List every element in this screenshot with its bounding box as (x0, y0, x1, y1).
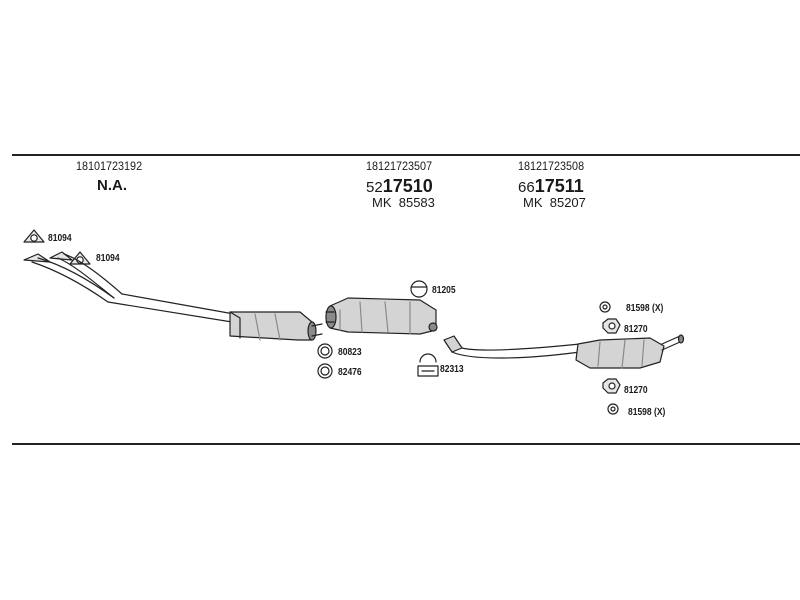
ref-mount-bottom: 81270 (624, 385, 648, 396)
not-available-label: N.A. (97, 177, 127, 194)
ref-nut-top: 81598 (X) (626, 303, 664, 314)
oe-number-front-pipe: 18101723192 (76, 159, 143, 173)
sealing-ring-1-icon (317, 343, 333, 359)
rubber-mount-rear-bottom-icon (602, 378, 621, 394)
nut-top-icon (599, 301, 611, 313)
sealing-ring-2-icon (317, 363, 333, 379)
article-prefix: 66 (518, 179, 535, 196)
gasket-front-bottom-icon (69, 251, 91, 265)
ref-gasket-front-bottom: 81094 (96, 253, 120, 264)
article-number-rear-silencer: 6617511 (518, 177, 584, 195)
front-silencer-icon (229, 311, 323, 341)
mk-number-rear-silencer: MK 85207 (523, 195, 586, 210)
rear-pipe-icon (443, 335, 581, 359)
ref-ring-1: 80823 (338, 347, 362, 358)
front-pipe-icon (23, 251, 235, 323)
bottom-divider (12, 443, 800, 445)
rear-silencer-icon (575, 334, 685, 369)
clamp-icon (417, 353, 439, 377)
article-main: 17511 (534, 176, 584, 196)
ref-clamp: 82313 (440, 364, 464, 375)
ref-gasket-front-top: 81094 (48, 233, 72, 244)
rubber-mount-top-icon (410, 280, 428, 298)
article-main: 17510 (382, 176, 433, 196)
article-number-middle-silencer: 5217510 (366, 177, 433, 195)
middle-silencer-icon (325, 297, 438, 335)
ref-ring-2: 82476 (338, 367, 362, 378)
nut-bottom-icon (607, 403, 619, 415)
ref-rubber-mount-top: 81205 (432, 285, 456, 296)
ref-nut-bottom: 81598 (X) (628, 407, 666, 418)
gasket-front-top-icon (23, 229, 45, 243)
mk-number-middle-silencer: MK 85583 (372, 195, 435, 210)
oe-number-rear-silencer: 18121723508 (518, 159, 585, 173)
oe-number-middle-silencer: 18121723507 (366, 159, 433, 173)
top-divider (12, 154, 800, 156)
rubber-mount-rear-top-icon (602, 318, 621, 334)
ref-mount-top: 81270 (624, 324, 648, 335)
article-prefix: 52 (366, 179, 383, 196)
